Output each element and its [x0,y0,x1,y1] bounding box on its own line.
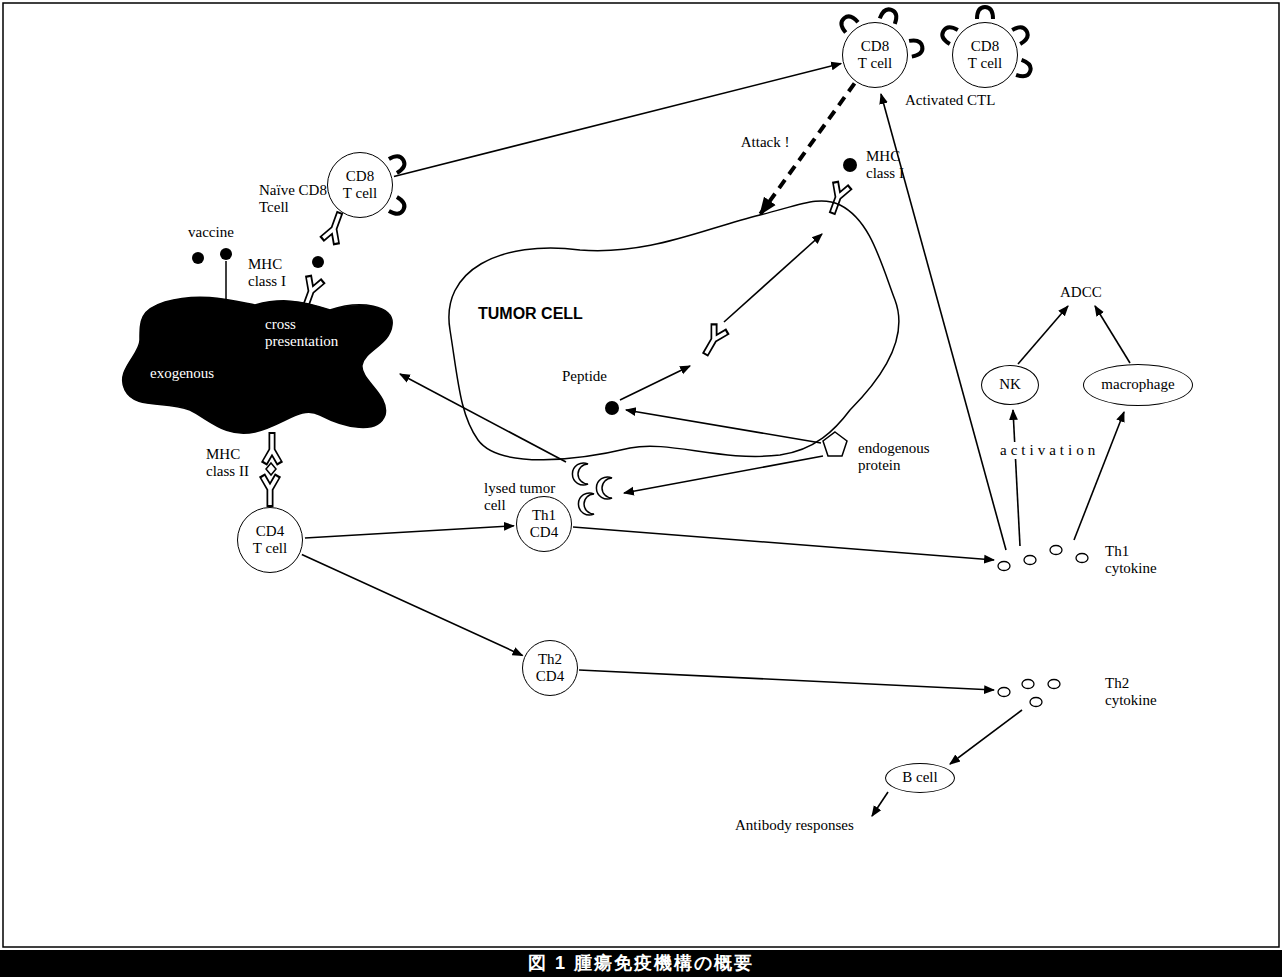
tcr-cup [880,7,899,24]
flow-arrow [724,234,822,322]
naive-cd8-t-cell: Naïve CD8 TcellCD8 T cell [327,152,393,218]
tcr-cup [909,39,924,57]
th1-cell: Th1 CD4 [516,496,572,552]
antigen-label: vaccine [188,224,234,241]
tcr-cup [389,153,407,173]
cell-label: Th1 CD4 [527,507,561,542]
b-cell: B cell [885,763,955,793]
activated-ctl: CD8 T cell [952,22,1018,88]
caption-band: 図 1 腫瘍免疫機構の概要 [0,950,1282,977]
nk-cell: NK [981,365,1039,405]
tcr-cup [1016,60,1033,79]
antigen-diamond [266,463,276,475]
vaccine-dot [192,252,204,264]
lysed-fragment [596,477,612,499]
process-label: activation [998,442,1101,459]
flow-arrow [1013,410,1020,546]
dendritic-cell-shape [123,297,393,433]
tumor-cell-shape [449,201,899,460]
flow-arrow [620,366,690,400]
lysed-fragment [572,463,588,485]
dendritic-cell-label: exogenous [150,365,214,382]
cell-label: CD8 T cell [341,168,380,203]
protein-label: endogenous protein [858,440,946,475]
tumor-cell: TUMOR CELL [440,195,910,470]
process-label: ADCC [1060,284,1102,301]
cell-label: CD8 T cell [856,38,895,73]
peptide-dot [605,401,619,415]
activated-ctl: CD8 T cell [842,22,908,88]
cytokine [1076,554,1088,563]
cytokine [1022,680,1034,689]
cytokine-label: Th1 cytokine [1105,543,1167,578]
flow-arrow [1095,306,1130,363]
receptor-label: MHC class I [866,148,918,183]
mhc-class-i-receptor [824,181,850,217]
receptor-label: MHC class II [206,446,262,481]
vaccine-line [225,261,227,300]
antigen-label: Peptide [562,368,607,385]
cytokine [1024,556,1036,565]
tcr-cup [389,197,407,217]
cell-label: NK [999,376,1021,393]
outcome-label: Antibody responses [735,817,854,834]
cell-label: Th2 CD4 [533,651,567,686]
mhc-class-ii-receptor [264,432,280,464]
tcr-cup [977,7,993,19]
frame [3,3,1279,947]
cytokine [998,562,1010,571]
tumor-cell-outline [440,195,910,470]
cell-label: B cell [902,769,937,786]
dendritic-cell: cross presentation exogenous [110,285,405,445]
receptor-label: MHC class I [248,256,300,291]
cell-label: macrophage [1101,376,1174,393]
flow-arrow [872,792,888,816]
tumor-cell-label: TUMOR CELL [478,305,583,323]
cytokine [998,688,1010,697]
th2-cell: Th2 CD4 [522,640,578,696]
mhc-class-i-receptor [698,323,728,359]
peptide-dot [843,158,857,172]
flow-arrow [1074,412,1124,540]
cell-label: CD8 T cell [966,38,1005,73]
cell-heading: Naïve CD8 Tcell [259,182,339,217]
peptide-dot [312,256,324,268]
cell-label: CD4 T cell [251,523,290,558]
flow-arrow [1018,306,1068,364]
cell-label: Activated CTL [905,92,995,109]
vaccine-dot [220,248,232,260]
flow-arrow [579,670,994,690]
cytokine [1048,680,1060,689]
dendritic-cell-label: cross presentation [265,316,365,351]
tcr-receptor [262,475,278,507]
cytokine [1030,698,1042,707]
tcr-receptor [322,209,348,245]
lysed-fragment [578,493,594,515]
flow-arrow [626,410,821,443]
connector-arrow [302,555,523,656]
cell-label: lysed tumor cell [484,480,566,515]
flow-arrow [400,374,566,462]
flow-arrow [573,527,994,560]
edge-label: Attack ! [739,134,792,151]
cytokine [1050,546,1062,555]
cytokine-label: Th2 cytokine [1105,675,1167,710]
flow-arrow [950,710,1022,764]
macrophage: macrophage [1083,364,1193,406]
connector-arrow [305,526,514,538]
flow-arrow [624,456,823,493]
cd4-t-cell: CD4 T cell [237,507,303,573]
figure-caption: 図 1 腫瘍免疫機構の概要 [528,953,754,975]
connector-arrow [394,64,841,177]
